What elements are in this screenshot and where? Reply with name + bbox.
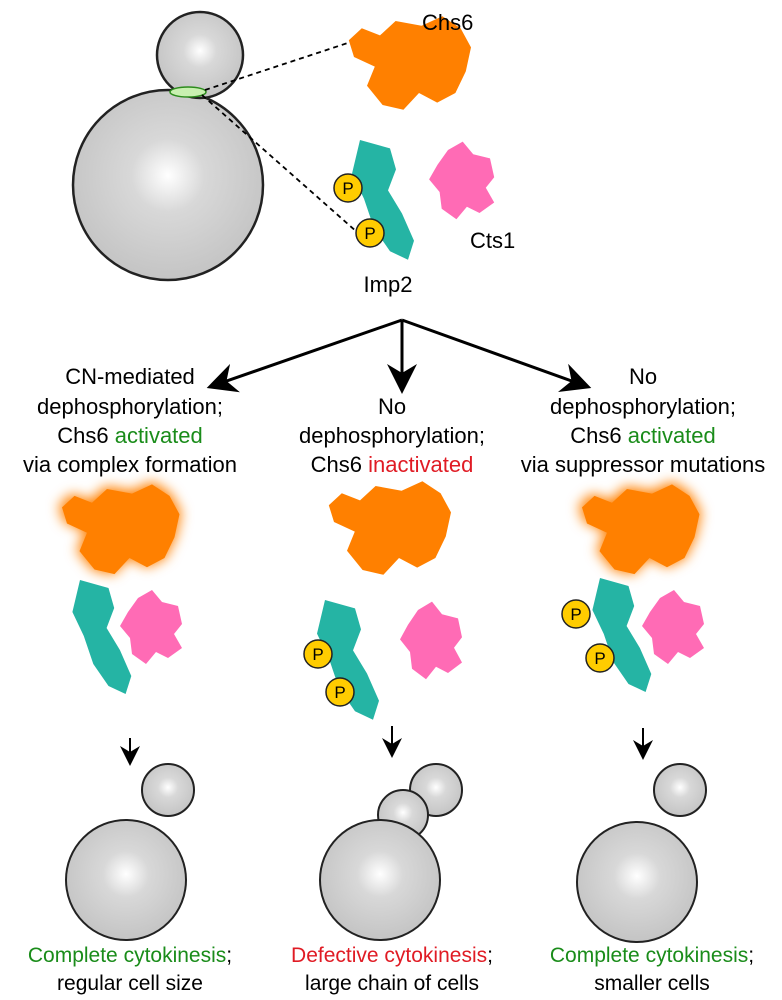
bud-cell-icon: [141, 763, 195, 817]
right-condition-line3: Chs6 activated: [570, 423, 716, 448]
imp2-protein: [592, 578, 652, 692]
svg-text:P: P: [364, 224, 375, 243]
right-condition-line4: via suppressor mutations: [521, 452, 766, 477]
branch-middle: No dephosphorylation; Chs6 inactivated P…: [291, 394, 493, 995]
middle-outcome-line2: large chain of cells: [305, 972, 479, 995]
chs6-protein: [328, 481, 451, 575]
right-condition-line1: No: [629, 364, 657, 389]
arrow-icon: [206, 318, 403, 393]
zoom-line-lower: [201, 94, 367, 241]
left-condition-line1: CN-mediated: [65, 364, 195, 389]
branch-left: CN-mediated dephosphorylation; Chs6 acti…: [23, 364, 237, 995]
right-outcome-line1: Complete cytokinesis;: [550, 944, 754, 967]
cts1-protein: [642, 590, 704, 664]
svg-text:P: P: [334, 683, 345, 702]
left-outcome-line1: Complete cytokinesis;: [28, 944, 232, 967]
cts1-protein: [400, 601, 462, 680]
bud-cell-icon: [155, 10, 245, 100]
phosphate-icon: P: [355, 218, 385, 248]
mother-cell-icon: [71, 88, 265, 282]
bud-neck-highlight: [169, 86, 207, 98]
cts1-label: Cts1: [470, 228, 515, 253]
left-outcome-line2: regular cell size: [57, 972, 203, 995]
zoom-line-upper: [204, 34, 373, 91]
phosphate-icon: P: [561, 599, 591, 629]
phosphate-icon: P: [585, 643, 615, 673]
middle-condition-line1: No: [378, 394, 406, 419]
middle-condition-line3: Chs6 inactivated: [311, 452, 474, 477]
branch-arrows: [206, 318, 592, 394]
svg-text:P: P: [594, 649, 605, 668]
branch-right: No dephosphorylation; Chs6 activated via…: [521, 364, 766, 995]
svg-text:P: P: [312, 645, 323, 664]
chs6-label: Chs6: [422, 10, 473, 35]
arrow-icon: [401, 318, 592, 393]
mother-cell-icon: [65, 819, 187, 941]
mother-cell-icon: [576, 821, 698, 943]
cts1-protein: [120, 590, 182, 664]
phosphate-icon: P: [303, 639, 333, 669]
right-condition-line2: dephosphorylation;: [550, 394, 736, 419]
svg-text:P: P: [342, 179, 353, 198]
left-condition-line3: Chs6 activated: [57, 423, 203, 448]
top-cell-pair: [71, 10, 373, 282]
phosphate-icon: P: [333, 173, 363, 203]
left-condition-line2: dephosphorylation;: [37, 394, 223, 419]
right-outcome-line2: smaller cells: [594, 972, 710, 995]
left-condition-line4: via complex formation: [23, 452, 237, 477]
phosphate-icon: P: [325, 677, 355, 707]
cts1-protein: [429, 141, 495, 220]
svg-text:P: P: [570, 605, 581, 624]
imp2-label: Imp2: [364, 272, 413, 297]
mother-cell-icon: [319, 819, 441, 941]
imp2-protein: [72, 580, 132, 694]
middle-condition-line2: dephosphorylation;: [299, 423, 485, 448]
middle-outcome-line1: Defective cytokinesis;: [291, 944, 493, 967]
bud-cell-icon: [653, 763, 707, 817]
top-proteins: Chs6 Cts1 P P Imp2: [333, 10, 515, 297]
